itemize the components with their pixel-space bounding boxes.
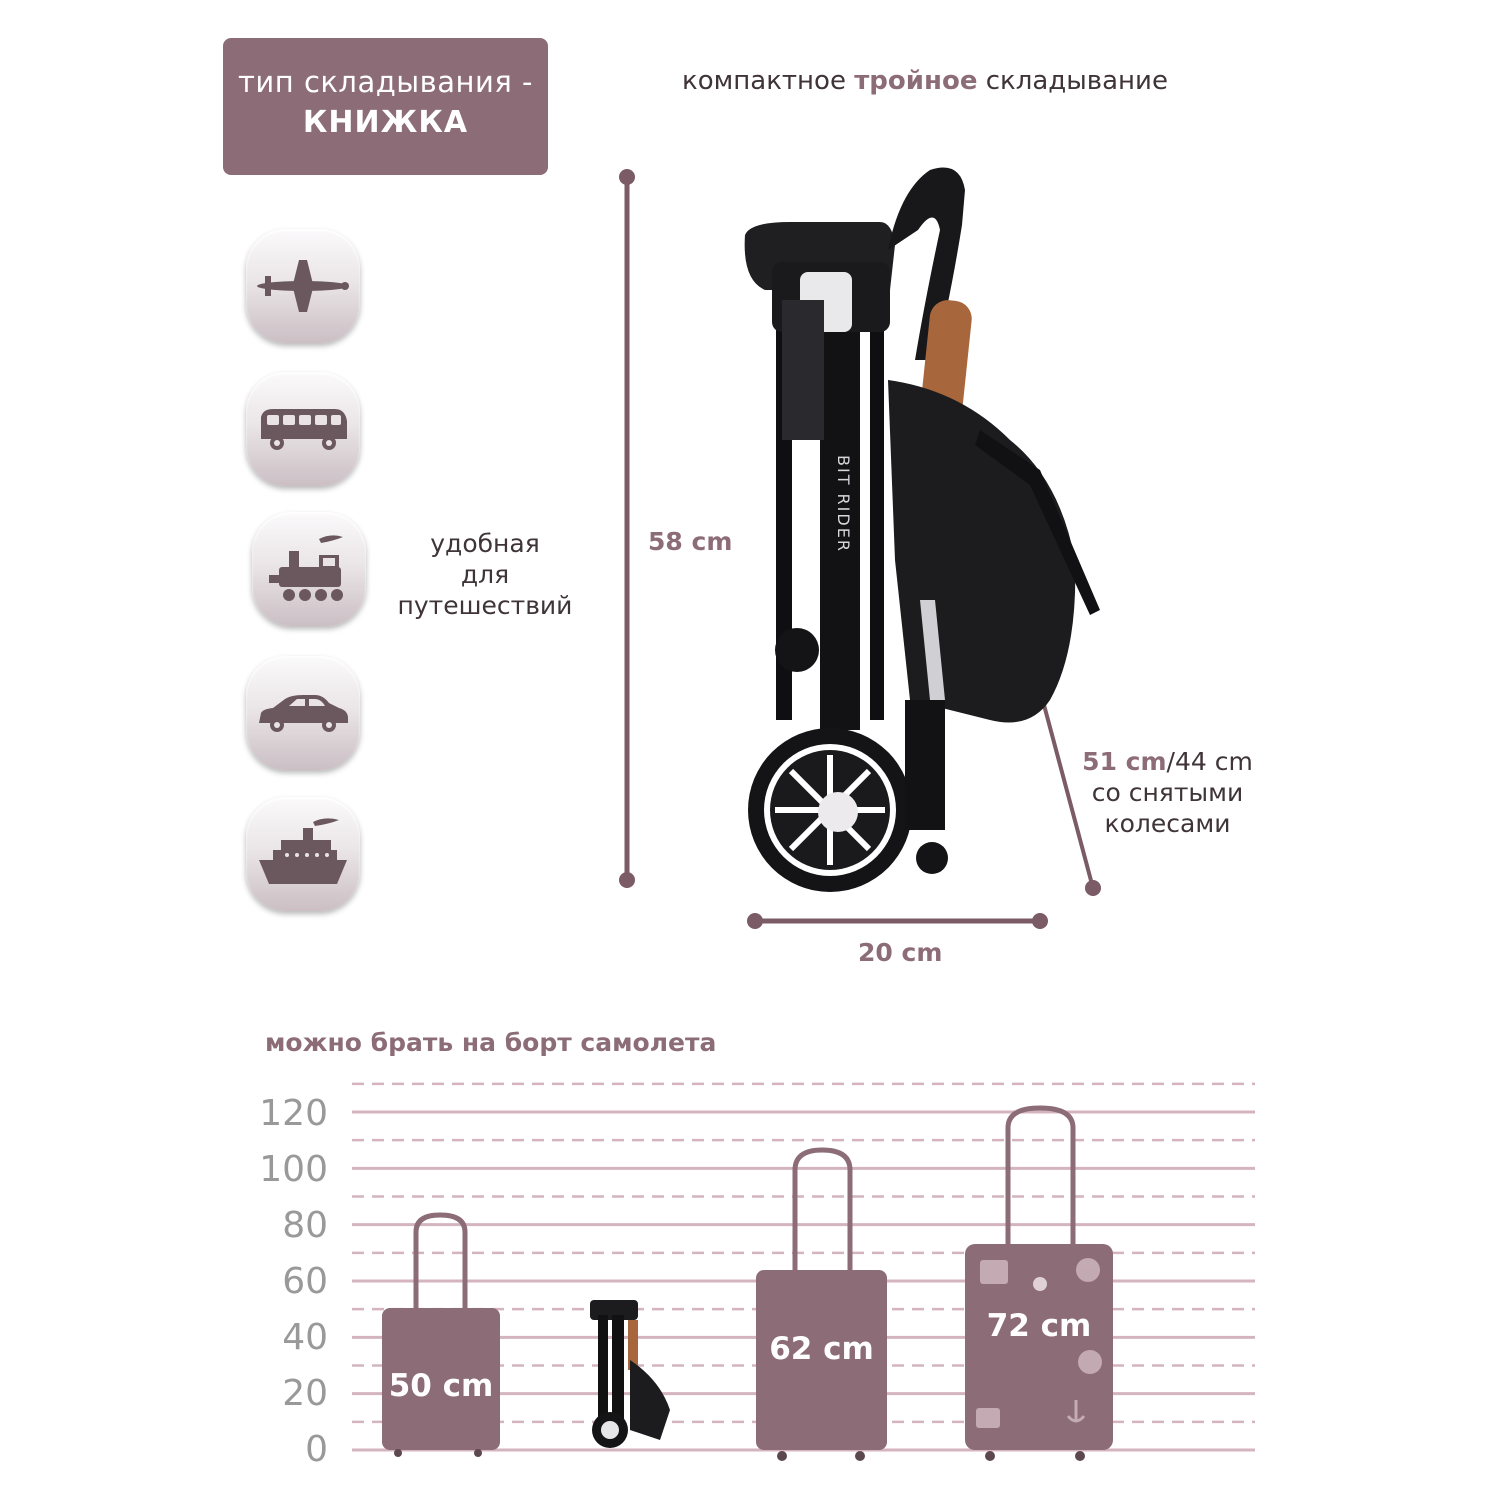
car-icon [259, 695, 348, 732]
ship-icon [259, 818, 347, 884]
height-dimension-line [619, 169, 635, 888]
subtitle-accent: тройное [854, 66, 978, 96]
y-tick-80: 80 [282, 1205, 328, 1246]
ship-tile [246, 797, 360, 911]
bus-tile [246, 372, 360, 486]
suitcase-72 [965, 1105, 1113, 1461]
y-tick-60: 60 [282, 1261, 328, 1302]
y-tick-100: 100 [259, 1149, 328, 1190]
airplane-icon [257, 260, 349, 312]
y-tick-40: 40 [282, 1317, 328, 1358]
folded-stroller: BIT RIDER [744, 167, 1100, 892]
suitcase-62-body [756, 1270, 887, 1450]
suitcase-72-body [965, 1244, 1113, 1450]
depth-dimension-line [1038, 689, 1101, 896]
train-icon [269, 535, 343, 601]
suitcase-50-label: 50 cm [388, 1368, 494, 1404]
airplane-tile [246, 229, 360, 343]
height-label: 58 cm [648, 527, 733, 556]
width-dimension-line [747, 913, 1048, 929]
fold-subtitle: компактное тройное складывание [682, 66, 1168, 96]
fold-type-label: тип складывания - [238, 65, 533, 99]
depth-label: 51 cm/44 cm со снятыми колесами [1082, 747, 1253, 838]
mini-stroller [590, 1300, 670, 1448]
y-tick-120: 120 [259, 1093, 328, 1134]
suitcase-62-label: 62 cm [769, 1331, 874, 1367]
width-label: 20 cm [858, 938, 943, 967]
sticker-anchor-icon [1066, 1400, 1086, 1423]
sticker-globe-icon [1076, 1258, 1100, 1282]
sticker-balloon-icon [1078, 1350, 1102, 1374]
travel-note: удобная для путешествий [397, 529, 573, 620]
stroller-illustration: BIT RIDER [619, 167, 1101, 929]
suitcase-50-body [382, 1308, 500, 1450]
car-tile [246, 656, 360, 770]
svg-text:BIT RIDER: BIT RIDER [834, 455, 853, 553]
fold-type-value: КНИЖКА [302, 105, 469, 140]
chart-title: можно брать на борт самолета [265, 1028, 717, 1057]
sticker-cross-icon [976, 1408, 1000, 1428]
y-tick-20: 20 [282, 1373, 328, 1414]
suitcase-72-label: 72 cm [986, 1308, 1092, 1344]
luggage-size-chart [352, 1082, 1255, 1461]
suitcase-62 [756, 1147, 887, 1461]
y-tick-0: 0 [305, 1429, 328, 1470]
suitcase-50 [382, 1212, 500, 1457]
fold-type-badge: тип складывания - КНИЖКА [223, 38, 548, 175]
train-tile [252, 512, 366, 626]
sticker-airplane-icon [980, 1260, 1008, 1284]
bus-icon [261, 409, 347, 450]
